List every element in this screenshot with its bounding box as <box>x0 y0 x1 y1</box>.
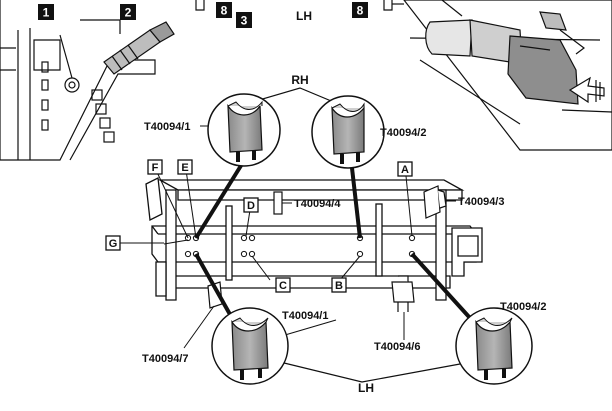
leader-lines <box>155 87 511 383</box>
letter-box-b: B <box>331 277 347 293</box>
direction-arrow <box>568 76 605 104</box>
badge-2-text: 2 <box>125 6 132 20</box>
label-t40094-1-bottom: T40094/1 <box>282 310 328 322</box>
badge-1: 1 <box>38 4 54 20</box>
letter-box-e: E <box>177 159 193 175</box>
label-t40094-6: T40094/6 <box>374 341 420 353</box>
label-t40094-1-top: T40094/1 <box>144 121 190 133</box>
engine-detail-inset <box>0 0 156 161</box>
letter-f-text: F <box>152 162 159 174</box>
letter-g-text: G <box>109 238 118 250</box>
badge-8-right-text: 8 <box>357 4 364 18</box>
label-t40094-2-top: T40094/2 <box>380 127 426 139</box>
top-strip <box>195 0 404 11</box>
label-lh-bottom: LH <box>358 381 374 395</box>
badge-3: 3 <box>236 12 252 28</box>
part-t40094-6-shape <box>391 275 415 312</box>
badge-3-text: 3 <box>241 14 248 28</box>
letter-box-d: D <box>243 197 259 213</box>
letter-b-text: B <box>335 280 343 292</box>
letter-box-g: G <box>105 235 164 251</box>
letter-a-text: A <box>401 164 409 176</box>
part-t40094-4-shape <box>273 191 283 215</box>
letter-box-f: F <box>147 159 163 175</box>
label-t40094-4: T40094/4 <box>294 198 341 210</box>
badge-1-text: 1 <box>43 6 50 20</box>
badge-8-left-text: 8 <box>221 4 228 18</box>
detail-circle-t40094-2-bottom <box>455 307 533 385</box>
threaded-tool <box>103 21 175 75</box>
badge-8-right: 8 <box>352 2 368 18</box>
label-t40094-3: T40094/3 <box>458 196 504 208</box>
detail-circle-t40094-1-bottom <box>211 307 289 385</box>
label-t40094-2-bottom: T40094/2 <box>500 301 546 313</box>
label-t40094-7: T40094/7 <box>142 353 188 365</box>
label-lh-top: LH <box>296 9 312 23</box>
letter-box-a: A <box>397 161 413 177</box>
detail-circle-t40094-2-top <box>311 95 385 169</box>
label-rh: RH <box>291 73 308 87</box>
letter-e-text: E <box>181 162 188 174</box>
camshaft-inset <box>403 0 612 151</box>
detail-circle-t40094-1-top <box>207 93 281 167</box>
letter-c-text: C <box>279 280 287 292</box>
badge-8-left: 8 <box>216 2 232 18</box>
letter-box-c: C <box>275 277 291 293</box>
part-t40094-3-shape <box>423 185 447 219</box>
letter-d-text: D <box>247 200 255 212</box>
jig-frame <box>145 177 483 301</box>
badge-2: 2 <box>120 4 136 20</box>
